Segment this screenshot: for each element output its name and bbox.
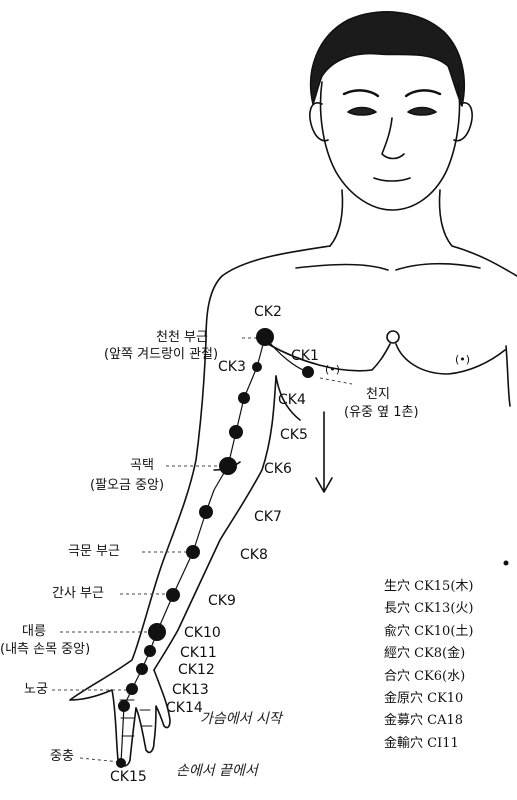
label-ck14: CK14 (166, 700, 203, 716)
label-ck2: CK2 (254, 304, 282, 320)
arm-outline-outer (69, 339, 207, 701)
label-ck5: CK5 (280, 427, 308, 443)
annotation-cheonji: 천지 (366, 387, 390, 402)
annotation-cheonchon: 천천 부근 (156, 330, 208, 345)
point-ck15 (116, 758, 126, 768)
annotation-geukmun: 극문 부근 (68, 544, 120, 559)
point-ck5 (229, 425, 243, 439)
hair (309, 11, 465, 107)
arm-outline-inner (153, 375, 277, 671)
face-outline (319, 81, 461, 211)
point-ck8 (186, 545, 200, 559)
annotation-gokthaek: 곡택 (130, 458, 154, 473)
point-ck13 (126, 683, 138, 695)
label-ck8: CK8 (240, 547, 268, 563)
legend-item: 長穴 CK13(火) (384, 601, 474, 617)
label-ck10: CK10 (184, 625, 221, 641)
eye-right (407, 106, 437, 116)
fingers (135, 669, 171, 754)
legend-item: 金募穴 CA18 (384, 713, 464, 729)
label-ck4: CK4 (278, 392, 306, 408)
body-side-right (505, 345, 511, 407)
label-ck1: CK1 (291, 348, 319, 364)
ear-right (453, 102, 473, 142)
legend-item: 金原穴 CK10 (384, 691, 464, 707)
annotation-gokthaek-note: (팔오금 중앙) (90, 478, 165, 493)
collarbone-left (295, 263, 389, 271)
handwritten-note-end: 손에서 끝에서 (176, 763, 258, 779)
annotation-daereung: 대릉 (22, 624, 46, 639)
annotation-jungchung: 중충 (50, 749, 74, 764)
legend-item: 經穴 CK8(金) (384, 646, 466, 662)
handwritten-note-start: 가슴에서 시작 (200, 711, 282, 727)
body-side-left (275, 375, 301, 421)
legend-item: 生穴 CK15(木) (384, 579, 474, 594)
annotation-nogung: 노궁 (24, 682, 48, 697)
nipple-mark-right: (•) (455, 353, 471, 366)
collarbone-right (395, 262, 481, 271)
label-ck7: CK7 (254, 509, 282, 525)
label-ck15: CK15 (110, 769, 147, 785)
point-ck10 (148, 623, 166, 641)
point-ck11 (144, 645, 156, 657)
dot-misc (503, 560, 509, 566)
point-ck12 (136, 663, 148, 675)
brow-left (342, 89, 380, 98)
annotation-gansa: 간사 부근 (52, 586, 104, 601)
leader-cheonji (319, 377, 353, 385)
point-ck2 (256, 328, 274, 346)
label-ck13: CK13 (172, 682, 209, 698)
chest-right (395, 343, 506, 375)
nipple-left-mark (386, 330, 400, 344)
point-ck3 (252, 362, 262, 372)
chest-left (267, 343, 391, 372)
label-ck3: CK3 (218, 359, 246, 375)
ear-left (309, 102, 329, 142)
legend-item: 金輸穴 CI11 (384, 735, 459, 751)
shoulder-line (205, 245, 331, 341)
label-ck12: CK12 (178, 662, 215, 678)
five-element-legend: 生穴 CK15(木) 長穴 CK13(火) 兪穴 CK10(土) 經穴 CK8(… (384, 576, 473, 755)
neck-right (438, 189, 453, 247)
label-ck6: CK6 (264, 461, 292, 477)
point-ck7 (199, 505, 213, 519)
nipple-mark-left: (•) (325, 363, 341, 376)
label-ck9: CK9 (208, 593, 236, 609)
legend-item: 兪穴 CK10(土) (384, 623, 474, 639)
point-ck1 (302, 366, 314, 378)
nose (381, 117, 405, 160)
point-ck9 (166, 588, 180, 602)
label-ck11: CK11 (180, 645, 217, 661)
legend-item: 合穴 CK6(水) (384, 668, 466, 684)
annotation-cheonchon-note: (앞쪽 겨드랑이 관절) (104, 347, 219, 362)
brow-right (404, 89, 442, 98)
mouth (373, 177, 411, 182)
leader-jungchung (79, 757, 121, 763)
neck-left (329, 189, 344, 247)
eye-left (347, 106, 377, 116)
shoulder-right (451, 245, 517, 277)
annotation-daereung-note: (내측 손목 중앙) (0, 642, 91, 657)
point-ck14 (118, 700, 130, 712)
annotation-cheonji-note: (유중 옆 1촌) (344, 405, 419, 420)
flow-arrow (315, 411, 333, 493)
point-ck4 (238, 392, 250, 404)
point-ck6 (219, 457, 237, 475)
